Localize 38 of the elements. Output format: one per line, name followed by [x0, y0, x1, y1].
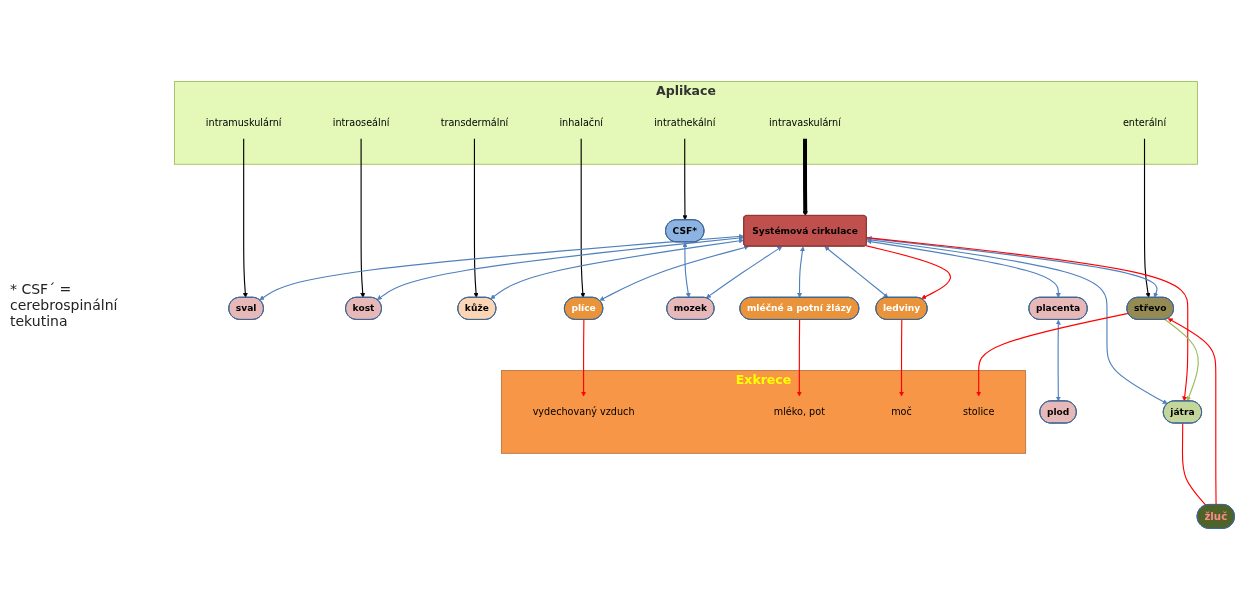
arrow — [866, 235, 1159, 298]
arrow — [242, 137, 248, 298]
arrow — [802, 138, 808, 216]
node-text: moč — [891, 405, 912, 417]
connector — [1181, 422, 1207, 506]
arrow — [824, 245, 889, 298]
arrow — [580, 137, 586, 298]
arrow — [682, 137, 688, 220]
node-text: intraoseální — [332, 116, 390, 128]
node-text: intrathekální — [654, 116, 716, 128]
arrow — [581, 318, 587, 396]
arrow — [1167, 317, 1217, 505]
node-text: transdermální — [440, 116, 509, 128]
arrow — [705, 245, 783, 298]
arrow — [360, 137, 366, 298]
node-text: vydechovaný vzduch — [532, 405, 635, 417]
arrow — [376, 235, 744, 300]
arrow — [865, 244, 951, 299]
arrow — [490, 237, 744, 299]
node-text: stolice — [963, 405, 995, 417]
arrow — [899, 318, 905, 396]
node-text: enterální — [1122, 116, 1167, 128]
arrow — [682, 241, 691, 298]
arrow — [473, 137, 479, 298]
node-text: mléko, pot — [773, 405, 825, 417]
arrow — [797, 245, 805, 298]
arrow — [1143, 137, 1151, 298]
arrow — [259, 233, 744, 300]
arrow — [796, 318, 802, 396]
node-text: intravaskulární — [769, 116, 841, 128]
arrow — [1164, 318, 1199, 401]
arrow — [976, 312, 1129, 396]
arrow — [1055, 319, 1061, 401]
arrow — [599, 244, 749, 301]
node-text: inhalační — [559, 116, 603, 128]
footnote-text: * CSF´ = cerebrospinální tekutina — [10, 280, 119, 329]
node-text: intramuskulární — [205, 116, 282, 128]
arrow — [866, 238, 1061, 298]
